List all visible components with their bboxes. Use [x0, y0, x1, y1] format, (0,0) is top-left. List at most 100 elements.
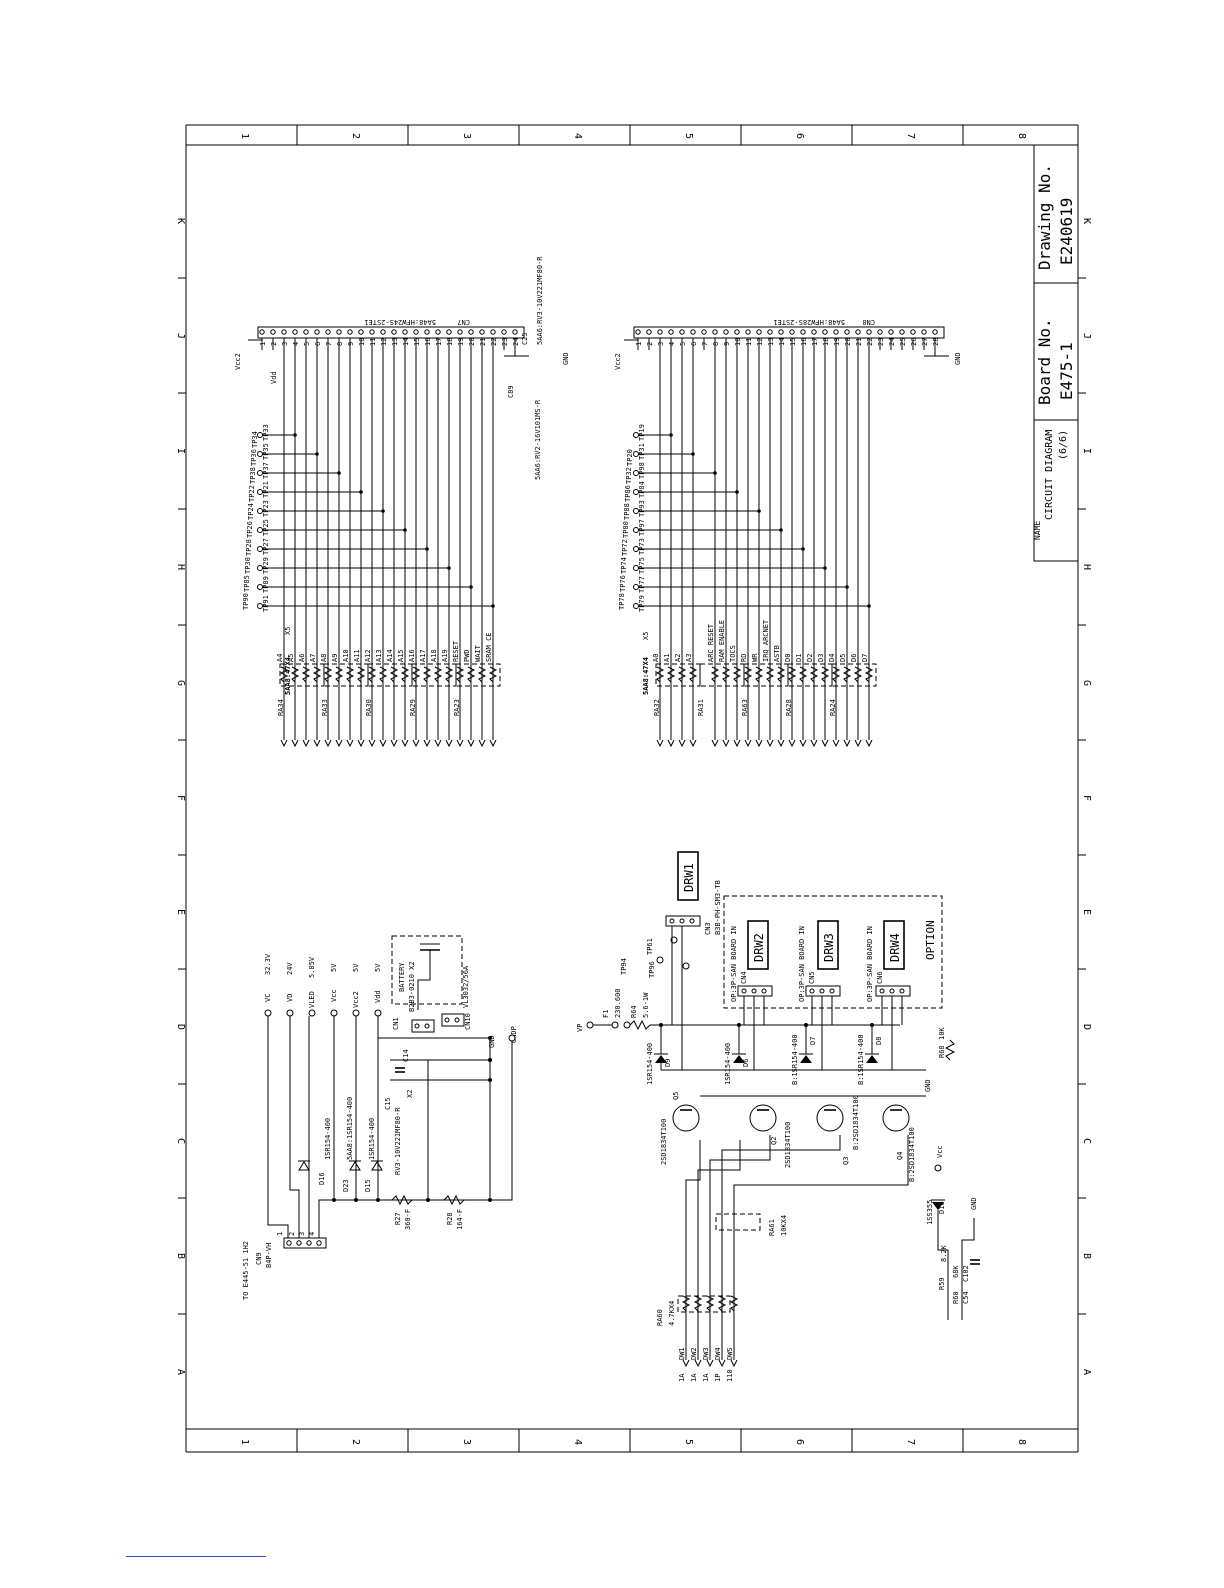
row-label: J	[1081, 333, 1092, 339]
cn7-c89-part: 5AA6:RV2-16V101MS-R	[534, 399, 542, 480]
cn7-junction	[491, 604, 495, 608]
diode-d15: D15	[364, 1179, 372, 1192]
cn8-signal-arrow	[766, 739, 774, 748]
diode-d7-part: B:1SR154-400	[791, 1034, 799, 1085]
cn8-pin	[657, 329, 663, 335]
cn8-pin-number: 21	[855, 338, 863, 346]
cn7-testpoint	[257, 565, 263, 571]
c54-ref: C54	[962, 1291, 970, 1304]
cn7-testpoint-top: TP90	[242, 593, 250, 610]
cn8-pin-number: 15	[789, 338, 797, 346]
cn7-testpoint	[257, 603, 263, 609]
cn8-pin-number: 20	[844, 338, 852, 346]
dw-input-label: DW1	[678, 1347, 686, 1360]
rail-vdd-value: 5V	[374, 963, 382, 972]
cn7-ref: CN7	[457, 318, 470, 326]
diode-d8: D8	[875, 1037, 883, 1045]
cn8-signal-label: A3	[685, 654, 693, 662]
row-label: C	[1081, 1138, 1092, 1144]
cn7-signal-label: A13	[375, 649, 383, 662]
row-label: A	[175, 1369, 186, 1375]
cn7-pin-number: 7	[325, 342, 333, 346]
cn7-testpoint-top: TP38	[249, 467, 257, 484]
cn8-signal-label: IRQ ARCNET	[762, 619, 770, 662]
ra60-value: 4.7KX4	[668, 1301, 676, 1326]
cn7-pin	[435, 329, 441, 335]
cn7-signal-label: PWD	[463, 649, 471, 662]
drawer-block: VP F1 230.600 R64 5.6-1W TP94 TP96 TP61 …	[576, 851, 980, 1382]
cn7-signal-label: A17	[419, 649, 427, 662]
cn7-junction	[469, 585, 473, 589]
cn7-header-body	[257, 326, 525, 339]
cn7-pin	[402, 329, 408, 335]
cn5-connector	[805, 985, 841, 997]
cn8-pin	[855, 329, 861, 335]
dw-input-label: DW4	[714, 1347, 722, 1360]
c15-ref: C15	[384, 1097, 392, 1110]
cn7-pin	[512, 329, 518, 335]
cn8-connector-block: CN8 5A48:HFW28S-2STE1 Vcc2 GND 5AA8:47X4…	[614, 318, 962, 748]
row-label: D	[175, 1024, 186, 1030]
cn7-pin-number: 8	[336, 342, 344, 346]
q4-part: B:2SD1834T100	[908, 1127, 916, 1182]
cn8-signal-arrow	[843, 739, 851, 748]
ra60-network	[677, 1295, 731, 1313]
cn8-network-ref: RA31	[697, 699, 705, 716]
rail-vd: VD	[286, 994, 294, 1002]
drw1-box	[677, 851, 699, 901]
cn8-network-resistor	[809, 666, 819, 683]
cn8-pin-number: 28	[932, 338, 940, 346]
rail-vc-value: 32.3V	[264, 953, 272, 975]
cn9-connector	[283, 1237, 327, 1249]
diode-d9: D9	[664, 1059, 672, 1067]
cn7-pin	[369, 329, 375, 335]
cn7-pin	[292, 329, 298, 335]
ra60-ref: RA60	[656, 1309, 664, 1326]
cn6-ref: CN6	[876, 971, 884, 984]
cn8-signal-arrow	[667, 739, 675, 748]
cn8-pin	[932, 329, 938, 335]
drw1-label: DRW1	[682, 863, 696, 892]
rail-vd-value: 24V	[286, 962, 294, 975]
battery-part: VL3032/56A	[462, 965, 470, 1008]
cn8-network-resistor	[820, 666, 830, 683]
cn7-pin	[391, 329, 397, 335]
cn8-network-resistor	[710, 666, 720, 683]
dw-input-code: 1A	[678, 1373, 686, 1382]
cn5-ref: CN5	[808, 971, 816, 984]
cn8-junction	[779, 528, 783, 532]
cn8-network-resistor	[655, 666, 665, 683]
diode-d7: D7	[809, 1037, 817, 1045]
cn7-junction	[403, 528, 407, 532]
col-label: 7	[905, 1439, 916, 1445]
cn7-network-resistor	[323, 666, 333, 683]
cn8-junction	[801, 547, 805, 551]
rail-vcc2: Vcc2	[352, 991, 360, 1008]
cn8-testpoint	[633, 527, 639, 533]
cn7-testpoint-top: TP26	[246, 521, 254, 538]
cn7-pin-number: 23	[501, 338, 509, 346]
cn8-pin	[778, 329, 784, 335]
cn7-junction	[293, 433, 297, 437]
cn9-pin-4: 4	[308, 1232, 316, 1236]
cn7-part: 5A48:HFW24S-2STE1	[364, 318, 436, 326]
transistor-q4	[882, 1104, 910, 1132]
b2b3-part: B2B3-0210 X2	[408, 961, 416, 1012]
cn7-gnd: GND	[562, 352, 570, 365]
cn8-pin	[723, 329, 729, 335]
cn7-network-ref: RA29	[409, 699, 417, 716]
r27-value: 360-F	[404, 1209, 412, 1230]
cn7-network-ref: RA23	[453, 699, 461, 716]
cn7-network-ref: RA30	[365, 699, 373, 716]
cn8-pin	[679, 329, 685, 335]
cn7-testpoint	[257, 489, 263, 495]
cn8-network-resistor	[864, 666, 874, 683]
drawer-diodes	[654, 1053, 879, 1063]
cn7-signal-label: A19	[441, 649, 449, 662]
cn8-testpoint-top: TP20	[626, 449, 634, 466]
cn8-pin	[690, 329, 696, 335]
cn7-signal-label: A9	[331, 654, 339, 662]
cn7-network-resistor	[356, 666, 366, 683]
cn8-signal-arrow	[854, 739, 862, 748]
tp96-label: TP96	[648, 961, 656, 978]
